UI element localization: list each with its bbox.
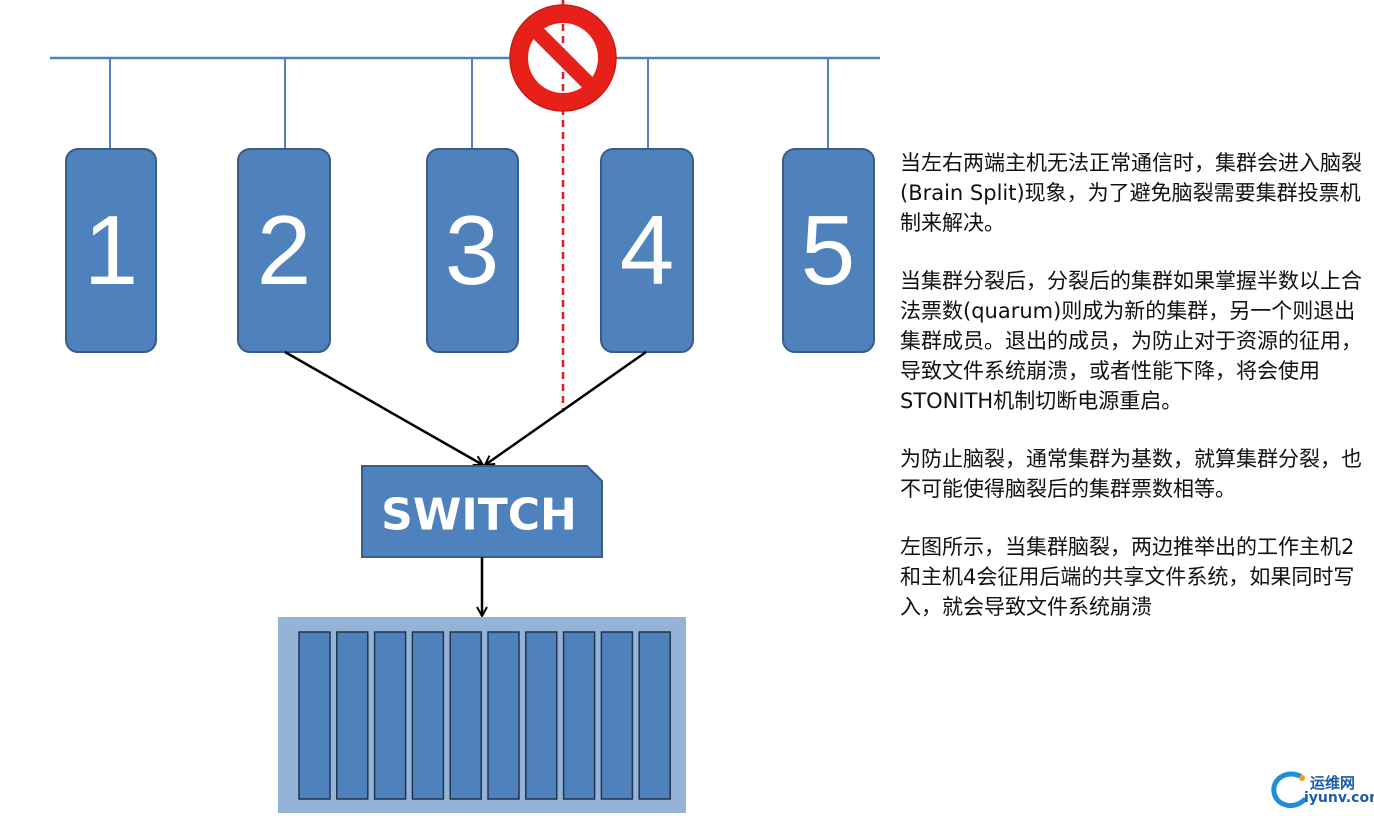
node-label: 5	[801, 195, 856, 305]
bus-drop-lines	[109, 58, 829, 149]
node-1: 1	[65, 148, 157, 353]
node-box	[237, 148, 331, 353]
disk-9	[600, 631, 634, 800]
node-5: 5	[782, 148, 875, 353]
disk-5	[449, 631, 482, 800]
paragraph-brain-split: 当左右两端主机无法正常通信时，集群会进入脑裂(Brain Split)现象，为了…	[900, 151, 1362, 235]
node-box	[65, 148, 157, 353]
arrow-node4-to-switch	[485, 350, 647, 465]
node-label: 3	[445, 195, 500, 305]
disk-4	[411, 631, 445, 800]
node-box	[600, 148, 694, 353]
paragraph-example: 左图所示，当集群脑裂，两边推举出的工作主机2和主机4会征用后端的共享文件系统，如…	[900, 535, 1355, 619]
paragraph-odd-members: 为防止脑裂，通常集群为基数，就算集群分裂，也不可能使得脑裂后的集群票数相等。	[900, 447, 1362, 501]
disk-7	[525, 631, 558, 800]
disk-6	[487, 631, 520, 800]
shared-storage	[278, 617, 686, 813]
disk-8	[562, 631, 596, 800]
node-box	[426, 148, 519, 353]
node-label: 1	[84, 195, 139, 305]
disk-10	[638, 631, 671, 800]
arrow-node2-to-switch	[284, 350, 483, 467]
explanation-text: 当左右两端主机无法正常通信时，集群会进入脑裂(Brain Split)现象，为了…	[900, 148, 1362, 650]
node-box	[782, 148, 875, 353]
cluster-diagram: 1 2 3 4 5 SWITCH	[50, 0, 880, 813]
switch-box: SWITCH	[361, 465, 603, 558]
node-2: 2	[237, 148, 331, 353]
node-4: 4	[600, 148, 694, 353]
watermark-url: iyunv.com	[1304, 790, 1374, 806]
watermark-logo: 运维网 iyunv.com	[1268, 768, 1374, 812]
paragraph-quorum: 当集群分裂后，分裂后的集群如果掌握半数以上合法票数(quarum)则成为新的集群…	[900, 269, 1362, 413]
prohibited-icon	[509, 0, 617, 112]
node-label: 4	[620, 195, 675, 305]
watermark-name: 运维网	[1310, 774, 1356, 792]
storage-disks	[298, 631, 671, 800]
switch-label: SWITCH	[381, 490, 577, 541]
disk-3	[373, 631, 407, 800]
node-label: 2	[257, 195, 312, 305]
node-3: 3	[426, 148, 519, 353]
disk-1	[298, 631, 331, 800]
c-swoosh-icon	[1271, 771, 1307, 809]
disk-2	[336, 631, 369, 800]
